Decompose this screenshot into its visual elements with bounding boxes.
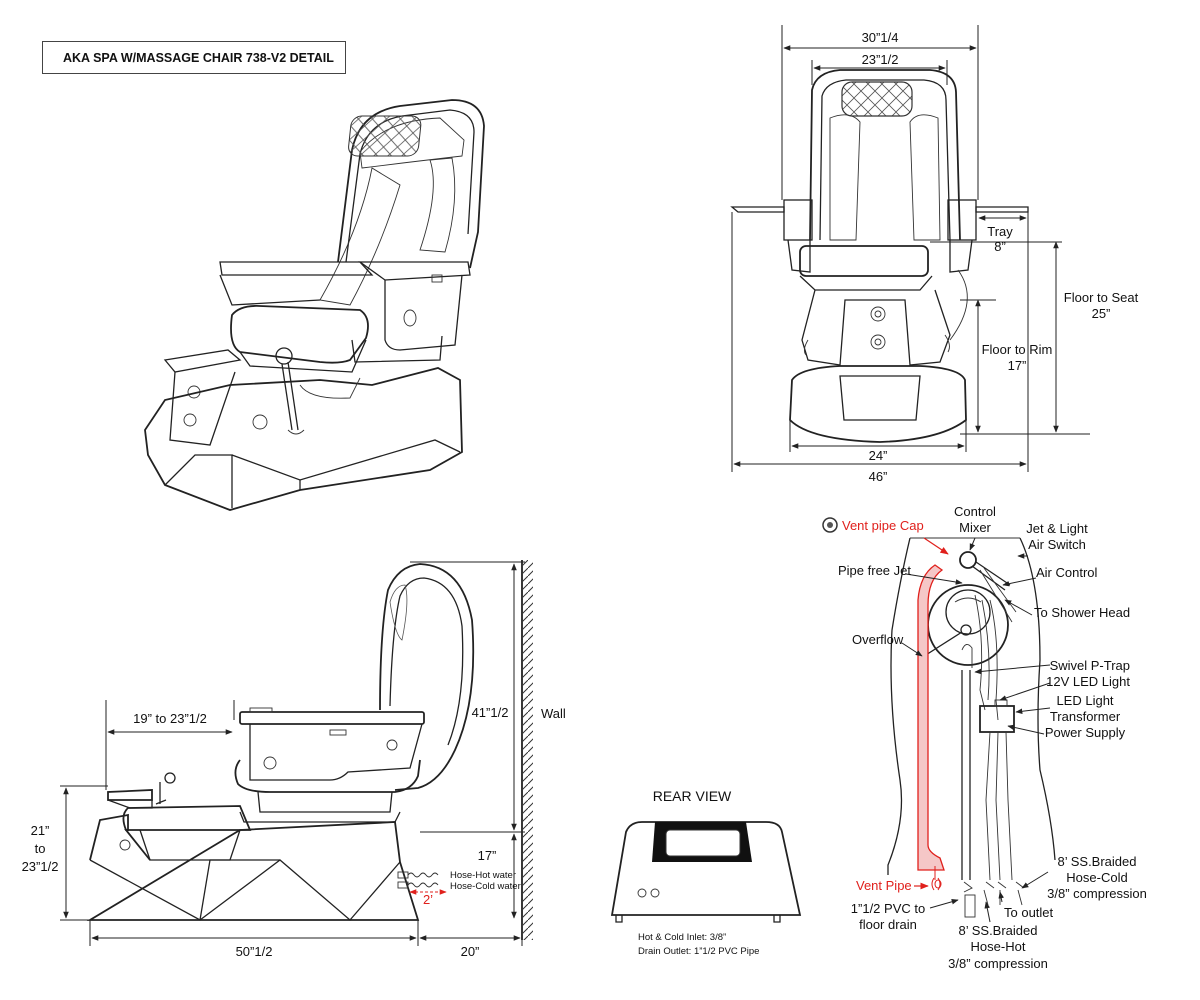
hose-cold-label: Hose-Cold water bbox=[450, 881, 521, 892]
total-height-label: 41”1/2 bbox=[472, 705, 509, 720]
wall-gap-label: 20” bbox=[461, 944, 480, 959]
wall bbox=[521, 560, 533, 940]
hose-hot-label: Hose-Hot water bbox=[450, 870, 516, 881]
rim-height-label: 17” bbox=[478, 848, 497, 863]
floor-to-rim-value: 17” bbox=[1008, 358, 1027, 373]
shower-head-label: To Shower Head bbox=[1034, 605, 1130, 620]
footrest-height-a: 21” bbox=[31, 823, 50, 838]
pipe-free-jet-label: Pipe free Jet bbox=[838, 563, 911, 578]
power-supply-label: Power Supply bbox=[1045, 725, 1126, 740]
floor-to-seat-value: 25” bbox=[1092, 306, 1111, 321]
footrest-range-label: 19” to 23”1/2 bbox=[133, 711, 207, 726]
rear-view-title: REAR VIEW bbox=[653, 788, 732, 804]
vent-pipe-cap-label: Vent pipe Cap bbox=[842, 518, 924, 533]
transformer-label-b: Transformer bbox=[1050, 709, 1121, 724]
dim-outer-top: 30”1/4 bbox=[862, 30, 899, 45]
control-mixer-label-b: Mixer bbox=[959, 520, 991, 535]
rear-inlet-note: Hot & Cold Inlet: 3/8” bbox=[638, 932, 726, 943]
hot-hose-label-a: 8’ SS.Braided bbox=[958, 923, 1037, 938]
hot-hose-label-c: 3/8” compression bbox=[948, 956, 1048, 971]
overall-width: 46” bbox=[869, 469, 888, 484]
wall-label: Wall bbox=[541, 706, 566, 721]
hose-gap-label: 2’ bbox=[423, 892, 433, 907]
transformer-label-a: LED Light bbox=[1056, 693, 1113, 708]
pvc-drain-label-a: 1”1/2 PVC to bbox=[851, 901, 925, 916]
ptrap-label: Swivel P-Trap bbox=[1050, 658, 1130, 673]
floor-to-rim-label: Floor to Rim bbox=[982, 342, 1053, 357]
length-label: 50”1/2 bbox=[236, 944, 273, 959]
hot-hose-label-b: Hose-Hot bbox=[971, 939, 1026, 954]
cold-hose-label-a: 8’ SS.Braided bbox=[1057, 854, 1136, 869]
cold-hose-label-b: Hose-Cold bbox=[1066, 870, 1127, 885]
jet-light-label-a: Jet & Light bbox=[1026, 521, 1088, 536]
tray-value: 8” bbox=[994, 239, 1006, 254]
cold-hose-label-c: 3/8” compression bbox=[1047, 886, 1147, 901]
floor-to-seat-label: Floor to Seat bbox=[1064, 290, 1139, 305]
vent-pipe-label: Vent Pipe bbox=[856, 878, 912, 893]
dim-inner-top: 23”1/2 bbox=[862, 52, 899, 67]
led-light-label: 12V LED Light bbox=[1046, 674, 1130, 689]
to-outlet-label: To outlet bbox=[1004, 905, 1054, 920]
pvc-drain-label-b: floor drain bbox=[859, 917, 917, 932]
rear-view-drawing bbox=[610, 821, 802, 923]
side-view-dimensions bbox=[60, 561, 525, 946]
page-title: AKA SPA W/MASSAGE CHAIR 738-V2 DETAIL bbox=[42, 41, 346, 74]
plumbing-diagram bbox=[822, 517, 1056, 923]
footrest-height-c: 23”1/2 bbox=[22, 859, 59, 874]
rear-drain-note: Drain Outlet: 1”1/2 PVC Pipe bbox=[638, 946, 759, 957]
base-width: 24” bbox=[869, 448, 888, 463]
footrest-height-b: to bbox=[35, 841, 46, 856]
overflow-label: Overflow bbox=[852, 632, 904, 647]
control-mixer-label-a: Control bbox=[954, 504, 996, 519]
isometric-chair-drawing bbox=[144, 99, 485, 511]
side-view-drawing bbox=[86, 563, 475, 921]
front-view-drawing bbox=[730, 69, 1029, 443]
jet-light-label-b: Air Switch bbox=[1028, 537, 1086, 552]
front-view-dimensions bbox=[731, 25, 1090, 472]
air-control-label: Air Control bbox=[1036, 565, 1098, 580]
tray-label: Tray bbox=[987, 224, 1013, 239]
